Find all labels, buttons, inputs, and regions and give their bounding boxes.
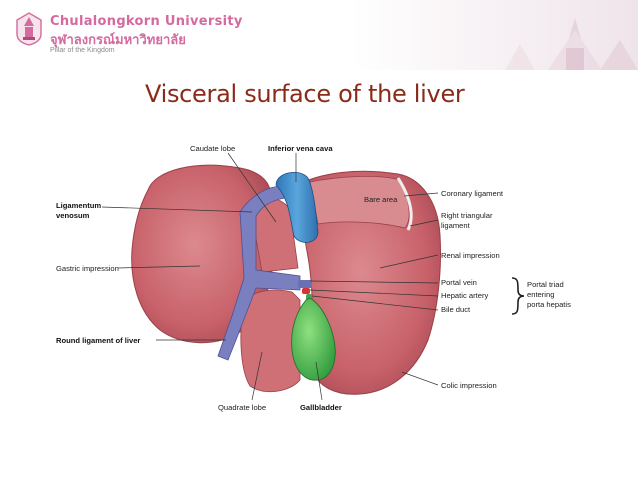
label-portal-triad-2: entering [527, 290, 554, 299]
label-bare-area: Bare area [364, 195, 398, 204]
label-caudate-lobe: Caudate lobe [190, 144, 235, 153]
label-portal-triad-1: Portal triad [527, 280, 564, 289]
label-renal-impression: Renal impression [441, 251, 500, 260]
label-bile-duct: Bile duct [441, 305, 471, 314]
label-right-triangular-2: ligament [441, 221, 471, 230]
portal-triad-brace-icon [512, 278, 524, 314]
label-right-triangular-1: Right triangular [441, 211, 493, 220]
label-ligamentum-venosum-1: Ligamentum [56, 201, 101, 210]
label-colic-impression: Colic impression [441, 381, 497, 390]
label-round-ligament: Round ligament of liver [56, 336, 140, 345]
label-gallbladder: Gallbladder [300, 403, 342, 412]
label-portal-triad-3: porta hepatis [527, 300, 571, 309]
label-ligamentum-venosum-2: venosum [56, 211, 90, 220]
label-coronary-ligament: Coronary ligament [441, 189, 504, 198]
portal-vein-vessel [298, 280, 312, 288]
label-inferior-vena-cava: Inferior vena cava [268, 144, 333, 153]
label-gastric-impression: Gastric impression [56, 264, 119, 273]
hepatic-artery-vessel [302, 288, 310, 294]
label-portal-vein: Portal vein [441, 278, 477, 287]
label-quadrate-lobe: Quadrate lobe [218, 403, 266, 412]
label-hepatic-artery: Hepatic artery [441, 291, 488, 300]
